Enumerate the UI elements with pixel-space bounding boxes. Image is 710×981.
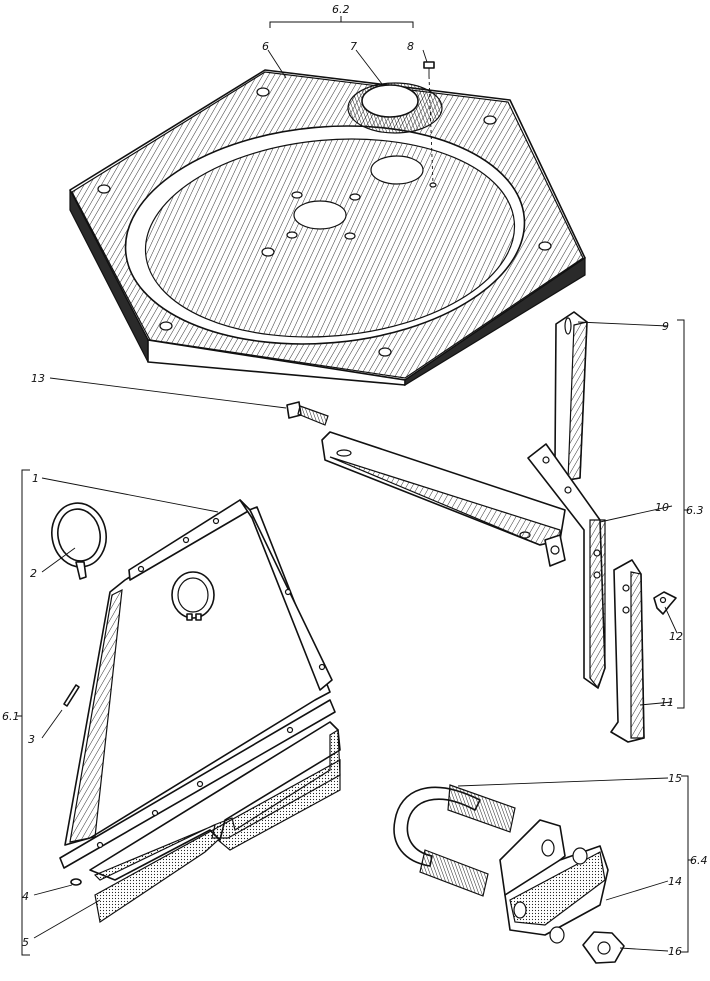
group-label-6-1: 6.1 bbox=[2, 710, 20, 723]
callout-10: 10 bbox=[655, 501, 669, 514]
bolt-13 bbox=[286, 401, 329, 426]
pin-3 bbox=[63, 684, 80, 707]
flange-ring-7 bbox=[347, 82, 443, 134]
callout-7: 7 bbox=[350, 40, 357, 53]
callout-9: 9 bbox=[662, 320, 669, 333]
bracket-1 bbox=[59, 499, 341, 881]
ring-2 bbox=[51, 502, 107, 580]
group-label-6-4: 6.4 bbox=[690, 854, 708, 867]
callout-3: 3 bbox=[28, 733, 35, 746]
group-label-6-2: 6.2 bbox=[332, 3, 350, 16]
callout-12: 12 bbox=[669, 630, 683, 643]
brace-6-1 bbox=[17, 469, 30, 956]
callout-4: 4 bbox=[22, 890, 29, 903]
strap-9 bbox=[554, 311, 588, 481]
callout-8: 8 bbox=[407, 40, 414, 53]
callout-16: 16 bbox=[668, 945, 682, 958]
pad-5 bbox=[94, 758, 341, 924]
u-bolt-15 bbox=[393, 784, 516, 897]
callout-14: 14 bbox=[668, 875, 682, 888]
callout-6: 6 bbox=[262, 40, 269, 53]
brace-6-3 bbox=[677, 319, 689, 709]
clamp-plate-14 bbox=[499, 819, 609, 944]
brace-6-2 bbox=[269, 16, 414, 28]
screw-8 bbox=[423, 61, 437, 188]
callout-11: 11 bbox=[660, 696, 674, 709]
strap-horizontal bbox=[321, 431, 566, 546]
strap-11 bbox=[610, 559, 645, 743]
callout-15: 15 bbox=[668, 772, 682, 785]
callout-5: 5 bbox=[22, 936, 29, 949]
callout-2: 2 bbox=[30, 567, 37, 580]
leader-lines bbox=[33, 49, 678, 952]
group-label-6-3: 6.3 bbox=[686, 504, 704, 517]
brace-6-4 bbox=[681, 775, 693, 953]
nut-16 bbox=[582, 931, 625, 964]
pin-4 bbox=[70, 878, 82, 886]
callout-1: 1 bbox=[32, 472, 39, 485]
clip-12 bbox=[653, 591, 677, 615]
callout-13: 13 bbox=[31, 372, 45, 385]
strap-10 bbox=[527, 443, 606, 690]
base-plate bbox=[69, 69, 586, 387]
